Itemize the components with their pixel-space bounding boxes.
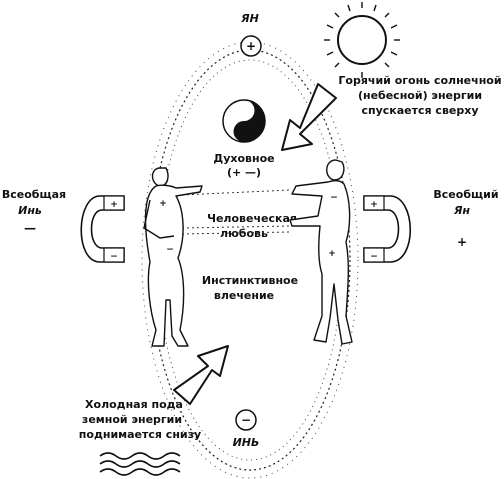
sun-caption: Горячий огонь солнечной (небесной) энерг… <box>338 74 501 117</box>
left-magnet-bottom-sign: − <box>110 252 118 262</box>
man-groin-mark: + <box>328 249 336 259</box>
sun-caption-line-1: Горячий огонь солнечной <box>338 74 501 87</box>
human-love-label-1: Человеческая <box>207 212 297 225</box>
spiritual-signs: (+ —) <box>227 166 261 179</box>
left-magnet-top-sign: + <box>110 200 118 210</box>
top-pole: ЯН + <box>240 12 262 57</box>
water-arrow-icon <box>173 345 229 405</box>
right-side-sign: + <box>457 235 467 249</box>
bottom-pole-label: ИНЬ <box>233 436 260 449</box>
right-magnet-bottom-sign: − <box>370 252 378 262</box>
right-magnet-top-sign: + <box>370 200 378 210</box>
water-caption: Холодная пода земной энергии поднимается… <box>79 398 201 441</box>
sun-caption-line-3: спускается сверху <box>361 104 478 117</box>
yin-yang-icon <box>222 99 266 143</box>
bottom-pole: − ИНЬ <box>233 409 260 449</box>
top-pole-sign: + <box>246 39 256 53</box>
man-chest-mark: − <box>330 193 338 203</box>
sun-arrow-icon <box>281 83 337 151</box>
water-caption-line-2: земной энергии <box>82 413 182 426</box>
woman-chest-mark: + <box>159 199 167 209</box>
bottom-pole-sign: − <box>241 413 251 427</box>
love-flow-lines <box>181 189 291 235</box>
human-love-label-2: любовь <box>220 227 268 240</box>
left-side-label-2: Инь <box>18 204 42 217</box>
top-pole-label: ЯН <box>240 12 259 25</box>
sun-caption-line-2: (небесной) энергии <box>358 89 482 102</box>
water-caption-line-3: поднимается снизу <box>79 428 201 441</box>
spiritual-label: Духовное <box>213 152 274 165</box>
left-side-sign: — <box>24 221 36 235</box>
man-figure <box>289 159 353 345</box>
right-magnet-icon: + − <box>363 195 411 263</box>
water-caption-line-1: Холодная пода <box>85 398 183 411</box>
instinct-label-1: Инстинктивное <box>202 274 298 287</box>
right-side-label-2: Ян <box>453 204 470 217</box>
water-waves-icon <box>99 452 181 476</box>
left-magnet-icon: + − <box>80 195 125 263</box>
left-side-label-1: Всеобщая <box>2 188 66 201</box>
instinct-label-2: влечение <box>214 289 274 302</box>
sun-icon <box>324 2 400 78</box>
woman-figure <box>143 167 203 347</box>
woman-groin-mark: − <box>166 245 174 255</box>
right-side-label-1: Всеобщий <box>433 188 498 201</box>
